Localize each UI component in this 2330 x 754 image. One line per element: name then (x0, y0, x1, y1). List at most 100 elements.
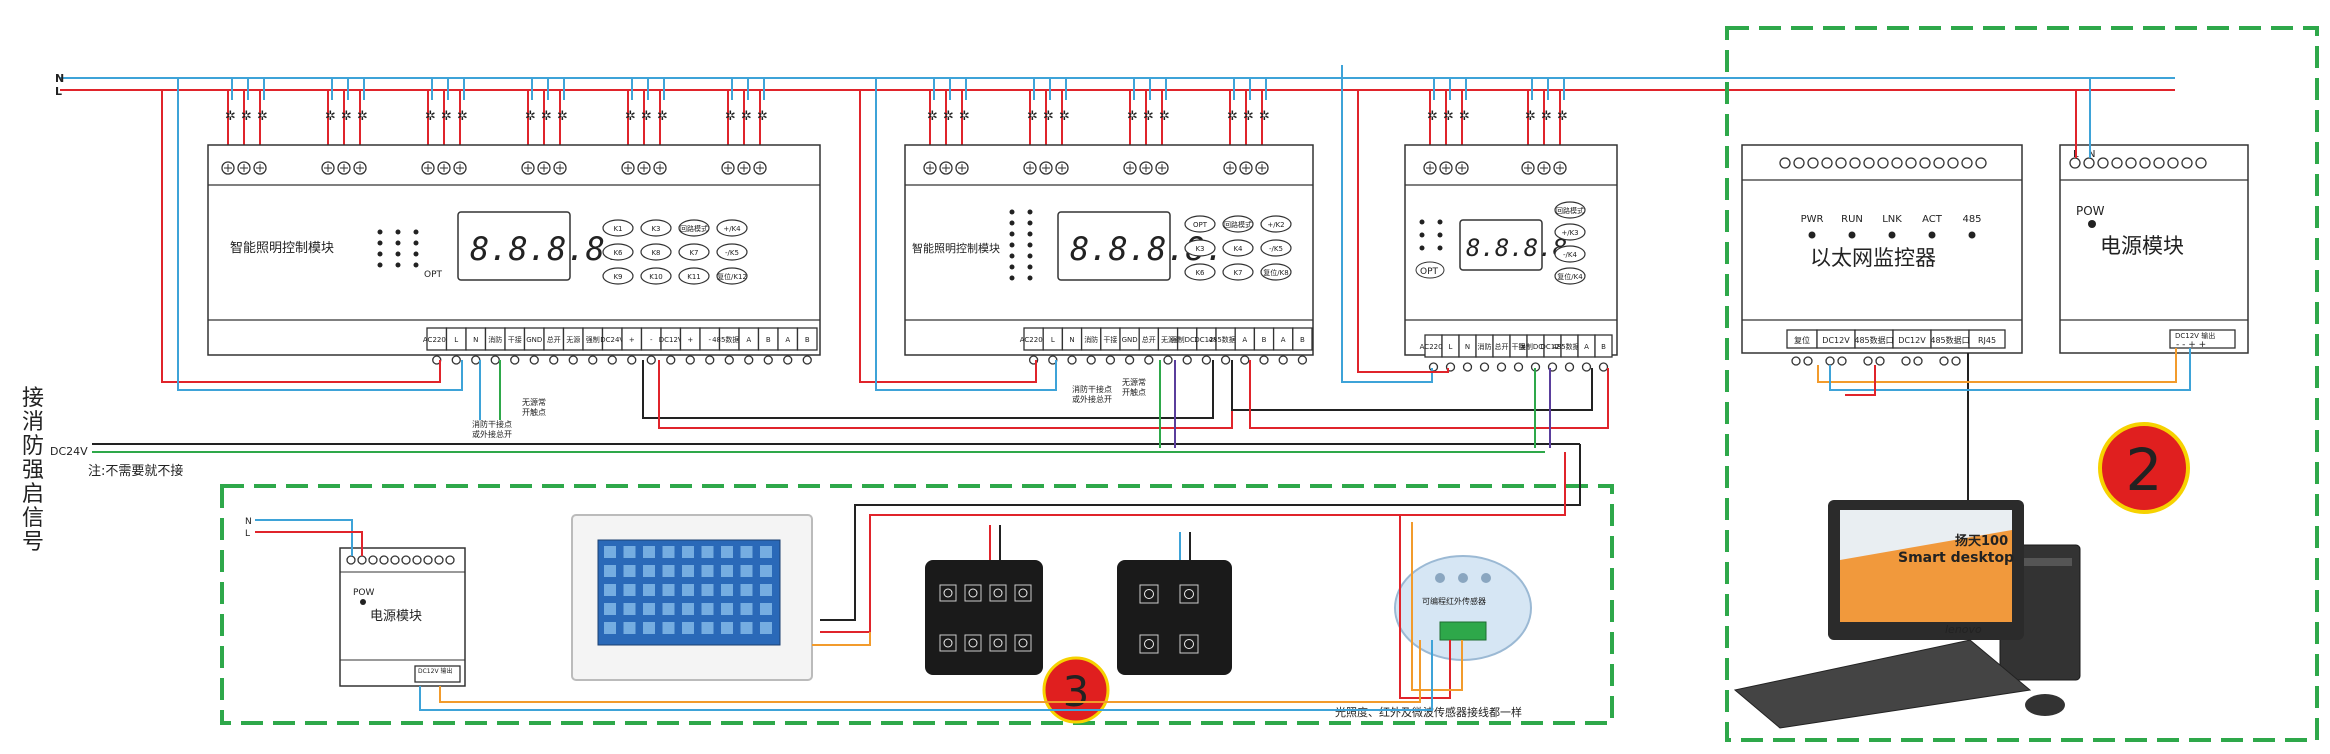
svg-text:485数据口: 485数据口 (1208, 335, 1242, 344)
svg-text:DC12V: DC12V (1194, 336, 1218, 344)
svg-text:回路模式: 回路模式 (1224, 220, 1252, 229)
svg-text:+: + (687, 336, 693, 344)
svg-text:✲: ✲ (625, 109, 636, 124)
svg-text:✲: ✲ (641, 109, 652, 124)
svg-text:K7: K7 (1233, 269, 1242, 277)
svg-text:强制DC24: 强制DC24 (1171, 335, 1205, 344)
svg-text:DC12V: DC12V (1541, 343, 1565, 351)
svg-text:RJ45: RJ45 (1978, 336, 1996, 345)
svg-text:PWR: PWR (1801, 214, 1824, 225)
svg-text:强制DC24: 强制DC24 (1519, 342, 1553, 351)
svg-text:强制: 强制 (586, 335, 600, 344)
svg-text:+/K2: +/K2 (1267, 221, 1284, 229)
svg-text:+/K3: +/K3 (1561, 229, 1578, 237)
svg-text:K11: K11 (687, 273, 701, 281)
svg-text:K3: K3 (651, 225, 660, 233)
svg-text:AC220V: AC220V (1020, 336, 1048, 344)
svg-text:-: - (708, 336, 711, 344)
power-module-bottom-body (339, 547, 466, 687)
marker-3-circle (1042, 656, 1110, 724)
power-top-pow-label: POW (2076, 204, 2105, 218)
svg-text:✲: ✲ (1243, 109, 1254, 124)
svg-text:总开: 总开 (1142, 335, 1156, 344)
marker-3-label: 3 (1063, 667, 1090, 716)
module-1-note-4: 开触点 (522, 407, 546, 417)
sensor-terminal (1439, 621, 1487, 641)
power-bottom-l-label: L (245, 529, 250, 539)
svg-text:✲: ✲ (225, 109, 236, 124)
svg-text:B: B (1601, 343, 1606, 351)
svg-text:✲: ✲ (725, 109, 736, 124)
svg-text:B: B (766, 336, 771, 344)
svg-text:A: A (1281, 336, 1286, 344)
svg-text:OPT: OPT (1193, 221, 1208, 229)
svg-text:K7: K7 (689, 249, 698, 257)
sensor-footer-note: 光照度、红外及微波传感器接线都一样 (1335, 705, 1522, 719)
module-2-display-frame (1057, 211, 1171, 281)
power-module-top: L N POW 电源模块 DC12V 输出 - - + + (2059, 78, 2249, 354)
svg-text:消防: 消防 (1478, 342, 1492, 351)
svg-text:✲: ✲ (525, 109, 536, 124)
svg-text:L: L (1449, 343, 1453, 351)
svg-text:复位/K4: 复位/K4 (1557, 272, 1583, 281)
svg-text:A: A (746, 336, 751, 344)
svg-text:✲: ✲ (457, 109, 468, 124)
svg-text:✲: ✲ (959, 109, 970, 124)
power-bottom-title: 电源模块 (370, 609, 422, 624)
svg-text:复位/K8: 复位/K8 (1263, 268, 1288, 277)
lighting-control-module-1: ✲✲✲✲✲✲✲✲✲✲✲✲✲✲✲✲✲✲ 智能照明控制模块 OPT 8.8.8.8.… (207, 78, 821, 439)
svg-text:✲: ✲ (943, 109, 954, 124)
module-2-note-3: 无源常 (1122, 378, 1146, 387)
ethernet-monitor-title: 以太网监控器 (1810, 246, 1936, 270)
svg-text:N: N (1465, 343, 1470, 351)
svg-text:✲: ✲ (1259, 109, 1270, 124)
svg-text:✲: ✲ (1557, 109, 1568, 124)
svg-text:RUN: RUN (1841, 214, 1863, 225)
sensor-title: 可编程红外传感器 (1422, 596, 1486, 606)
svg-text:✲: ✲ (325, 109, 336, 124)
power-top-title: 电源模块 (2100, 234, 2184, 258)
svg-text:-/K5: -/K5 (725, 249, 739, 257)
module-2-title: 智能照明控制模块 (912, 241, 1000, 255)
module-1-title: 智能照明控制模块 (230, 241, 334, 256)
svg-text:复位/K12: 复位/K12 (717, 272, 747, 281)
screen-tagline: Smart desktop (1898, 550, 2014, 566)
svg-text:K6: K6 (1195, 269, 1205, 277)
svg-text:DC12V: DC12V (1898, 336, 1926, 345)
svg-text:N: N (473, 336, 478, 344)
power-top-terminal-label: DC12V 输出 (2175, 331, 2215, 340)
bus-n-label: N (55, 72, 64, 85)
power-module-bottom: N L POW 电源模块 DC12V 输出 (245, 517, 466, 687)
ethernet-group-border (1725, 26, 2319, 742)
touch-screen-panel (571, 514, 813, 681)
power-bottom-terminal-block (414, 665, 461, 683)
svg-text:回路模式: 回路模式 (1556, 206, 1584, 215)
module-1-note-2: 或外接总开 (472, 429, 512, 439)
infrared-sensor: 可编程红外传感器 光照度、红外及微波传感器接线都一样 (1335, 555, 1532, 719)
svg-text:✲: ✲ (357, 109, 368, 124)
svg-text:K3: K3 (1195, 245, 1204, 253)
svg-text:485: 485 (1962, 214, 1981, 225)
svg-text:✲: ✲ (1443, 109, 1454, 124)
module-3-display-frame (1459, 219, 1543, 271)
svg-text:总开: 总开 (547, 335, 561, 344)
module-1-display-frame (457, 211, 571, 281)
svg-text:✲: ✲ (241, 109, 252, 124)
svg-text:✲: ✲ (657, 109, 668, 124)
svg-text:N: N (1069, 336, 1074, 344)
module-2-note-2: 或外接总开 (1072, 394, 1112, 404)
marker-2: 2 (2098, 422, 2190, 514)
svg-text:DC24V: DC24V (600, 336, 624, 344)
svg-text:K10: K10 (649, 273, 663, 281)
svg-text:A: A (1242, 336, 1247, 344)
monitor-computer: 扬天100 Smart desktop lenovo (1733, 353, 2081, 729)
svg-text:-: - (650, 336, 653, 344)
svg-text:✲: ✲ (1043, 109, 1054, 124)
svg-text:LNK: LNK (1882, 214, 1902, 225)
panel-group-border (220, 484, 1614, 725)
svg-text:K4: K4 (1233, 245, 1243, 253)
module-2-note-4: 开触点 (1122, 387, 1146, 397)
